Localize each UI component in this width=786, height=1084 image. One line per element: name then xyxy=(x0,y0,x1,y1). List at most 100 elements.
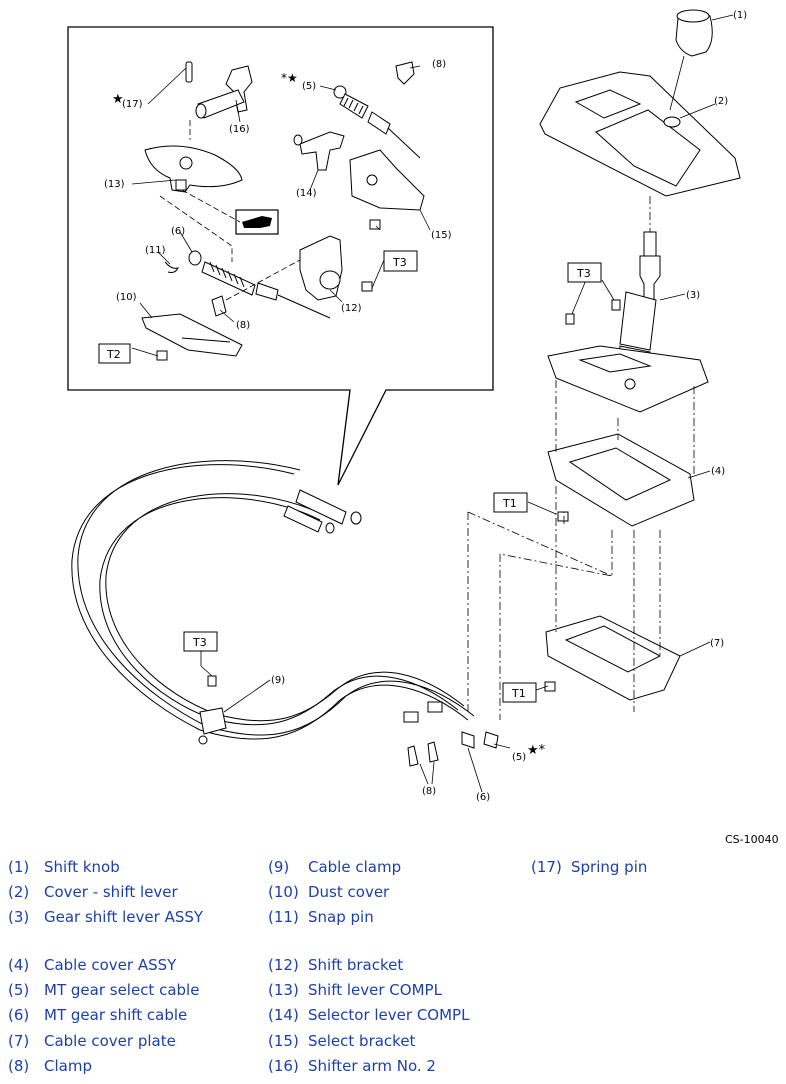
cable-cover-part xyxy=(547,433,695,527)
torque-box-t3: T3 xyxy=(383,250,418,272)
cable-end-part xyxy=(188,250,331,319)
clamp-part xyxy=(407,741,439,767)
legend-part-name: Select bracket xyxy=(308,1032,416,1050)
shift-lever-part xyxy=(144,145,243,193)
legend-part-name: Cable cover ASSY xyxy=(44,956,177,974)
star-mark: ★ xyxy=(112,92,124,107)
callout-8: (8) xyxy=(422,786,436,797)
legend-part-name: Shifter arm No. 2 xyxy=(308,1057,436,1075)
torque-box-t3: T3 xyxy=(567,262,602,283)
legend-item: (16) Shifter arm No. 2 xyxy=(268,1057,436,1075)
exploded-parts-diagram: (17) ★ (16) (13) (6) (11) (10) (8) (12) … xyxy=(67,9,747,803)
cable-cover-plate-part xyxy=(545,615,681,701)
clamp-part xyxy=(211,295,227,317)
callout-4: (4) xyxy=(711,466,725,477)
svg-text:T1: T1 xyxy=(511,687,526,700)
legend-item: (7)Cable cover plate xyxy=(8,1032,176,1050)
legend-number: (10) xyxy=(268,883,299,901)
legend-item: (1) Shift knob xyxy=(8,858,120,876)
svg-text:T3: T3 xyxy=(576,267,591,280)
legend-item: (5) MT gear select cable xyxy=(8,981,199,999)
callout-14: (14) xyxy=(296,188,317,199)
legend-part-name: Shift lever COMPL xyxy=(308,981,442,999)
legend-part-name: Gear shift lever ASSY xyxy=(44,908,204,926)
callout-9: (9) xyxy=(271,675,285,686)
torque-box-t1: T1 xyxy=(493,492,528,513)
legend-number: (13) xyxy=(268,981,299,999)
legend-part-name: Shift bracket xyxy=(308,956,404,974)
torque-box-t2: T2 xyxy=(98,343,131,364)
callout-7: (7) xyxy=(710,638,724,649)
cable-end-part xyxy=(283,489,362,534)
inset-detail: (17) ★ (16) (13) (6) (11) (10) (8) (12) … xyxy=(67,26,494,486)
callout-5: (5) xyxy=(512,752,526,763)
legend-number: (4) xyxy=(8,956,30,974)
callout-17: (17) xyxy=(122,99,143,110)
cable-end-part xyxy=(403,701,499,749)
bolt-part xyxy=(361,219,381,292)
legend-item: (9) Cable clamp xyxy=(268,858,401,876)
svg-text:T1: T1 xyxy=(502,497,517,510)
shift-bracket-part xyxy=(299,235,343,301)
grease-icon xyxy=(235,209,279,235)
legend-item: (17) Spring pin xyxy=(531,858,647,876)
callout-8: (8) xyxy=(236,320,250,331)
legend-part-name: Cover - shift lever xyxy=(44,883,178,901)
cable-clamp-part xyxy=(198,707,227,745)
torque-box-t3: T3 xyxy=(183,631,218,652)
torque-box-t1: T1 xyxy=(502,682,537,703)
legend-part-name: Cable clamp xyxy=(308,858,402,876)
legend-number: (3) xyxy=(8,908,30,926)
legend-number: (16) xyxy=(268,1057,299,1075)
bolt-part xyxy=(156,350,168,361)
legend-item: (12) Shift bracket xyxy=(268,956,403,974)
svg-text:T2: T2 xyxy=(106,348,121,361)
callout-15: (15) xyxy=(431,230,452,241)
shift-cables xyxy=(71,460,475,740)
legend-part-name: Shift knob xyxy=(44,858,120,876)
legend-number: (1) xyxy=(8,858,30,876)
snap-pin-part xyxy=(164,261,179,273)
callout-6: (6) xyxy=(476,792,490,803)
legend-number: (9) xyxy=(268,858,290,876)
legend-number: (5) xyxy=(8,981,30,999)
shifter-arm-part xyxy=(195,65,253,119)
shift-knob-part xyxy=(675,9,713,57)
dust-cover-part xyxy=(141,313,243,357)
legend-part-name: Spring pin xyxy=(571,858,648,876)
callout-16: (16) xyxy=(229,124,250,135)
legend-number: (6) xyxy=(8,1006,30,1024)
legend-number: (17) xyxy=(531,858,562,876)
lever-base-part xyxy=(547,345,709,413)
legend-item: (2) Cover - shift lever xyxy=(8,883,178,901)
legend-item: (14)Selector lever COMPL xyxy=(268,1006,469,1024)
callout-11: (11) xyxy=(145,245,166,256)
legend-part-name: MT gear shift cable xyxy=(44,1006,188,1024)
legend-part-name: Cable cover plate xyxy=(44,1032,176,1050)
legend-number: (12) xyxy=(268,956,299,974)
figure-reference-code: CS-10040 xyxy=(725,833,779,846)
callout-10: (10) xyxy=(116,292,137,303)
legend-item: (4) Cable cover ASSY xyxy=(8,956,176,974)
callout-5: (5) xyxy=(302,81,316,92)
legend-number: (8) xyxy=(8,1057,30,1075)
legend-item: (10) Dust cover xyxy=(268,883,389,901)
legend-item: (8) Clamp xyxy=(8,1057,92,1075)
shift-cover-part xyxy=(539,71,741,197)
callout-8: (8) xyxy=(432,59,446,70)
cable-end-part xyxy=(333,85,421,159)
legend-part-name: MT gear select cable xyxy=(44,981,200,999)
svg-text:T3: T3 xyxy=(392,256,407,269)
selector-lever-part xyxy=(293,131,345,171)
callout-6: (6) xyxy=(171,226,185,237)
legend-item: (13) Shift lever COMPL xyxy=(268,981,442,999)
legend-item: (3) Gear shift lever ASSY xyxy=(8,908,203,926)
legend-number: (15) xyxy=(268,1032,299,1050)
legend-part-name: Dust cover xyxy=(308,883,390,901)
legend-number: (2) xyxy=(8,883,30,901)
legend-part-name: Clamp xyxy=(44,1057,92,1075)
legend-item: (15) Select bracket xyxy=(268,1032,415,1050)
legend-number: (14) xyxy=(268,1006,299,1024)
svg-text:T3: T3 xyxy=(192,636,207,649)
select-bracket-part xyxy=(349,149,425,211)
